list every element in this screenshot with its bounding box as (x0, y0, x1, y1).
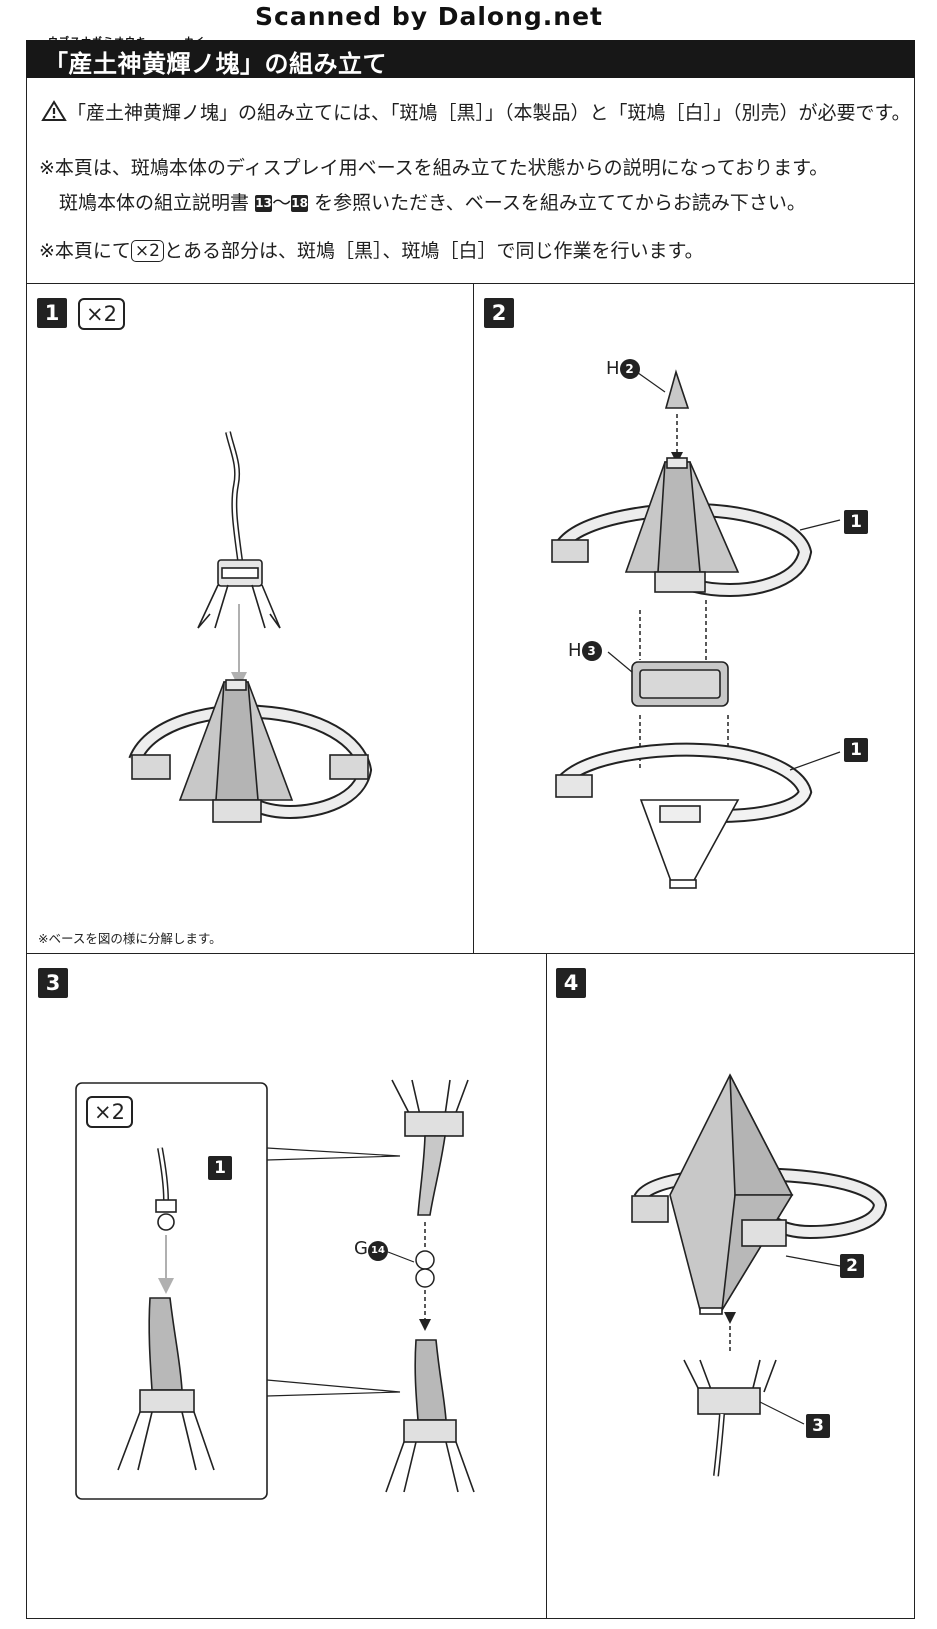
step-1-base (128, 679, 373, 823)
step-1-note: ※ベースを図の様に分解します。 (38, 931, 222, 946)
label-h3-letter: H (568, 640, 582, 661)
intro-line-4-text-a: ※本頁にて (39, 240, 131, 262)
step-2-lower-base (555, 742, 813, 889)
step-3-inset-stem (155, 1147, 177, 1231)
step-2-upper-assembly (551, 457, 813, 598)
label-g14-letter: G (354, 1238, 368, 1259)
step-1-badge: 1 (37, 298, 67, 328)
warning-icon (41, 100, 67, 121)
step-2-callout-upper: 1 (844, 510, 868, 534)
x2-inline-badge: ×2 (130, 240, 164, 262)
part-h2 (664, 369, 690, 409)
title-bar: 「産土神黄輝ノ塊」の組み立て (26, 40, 915, 78)
intro-line-3: 斑鳩本体の組立説明書 13～18 を参照いただき、ベースを組み立ててからお読み下… (59, 188, 806, 215)
step-1-stand-part (197, 431, 281, 629)
page-title: 「産土神黄輝ノ塊」の組み立て (44, 50, 387, 78)
step-4-callout-lower: 3 (806, 1414, 830, 1438)
step-2-callout-lower: 1 (844, 738, 868, 762)
label-h2-letter: H (606, 358, 620, 379)
label-h2-num: 2 (619, 359, 640, 379)
intro-line-3-text-a: 斑鳩本体の組立説明書 (59, 192, 250, 214)
part-h3 (631, 661, 729, 707)
step-1-x2-badge: ×2 (78, 298, 125, 330)
scan-credit: Scanned by Dalong.net (255, 2, 604, 31)
step-3-callout: 1 (208, 1156, 232, 1180)
part-g14-ball-bottom (415, 1268, 435, 1288)
intro-line-3-text-b: を参照いただき、ベースを組み立ててからお読み下さい。 (314, 192, 806, 214)
step-3-inset-stand (117, 1297, 215, 1471)
step-3-upper-claw (391, 1079, 469, 1216)
ref-step-18: 18 (291, 195, 309, 212)
step-3-badge: 3 (38, 968, 68, 998)
intro-line-1: 「産土神黄輝ノ塊」の組み立てには、「斑鳩［黒］」（本製品）と「斑鳩［白］」（別売… (67, 102, 911, 124)
step-4-assembled-base (631, 1073, 888, 1315)
label-h3-num: 3 (581, 641, 602, 661)
intro-tilde: ～ (272, 192, 292, 214)
step-4-stand (683, 1359, 777, 1477)
part-g14-ball-top (415, 1250, 435, 1270)
step-3-x2-badge: ×2 (86, 1096, 133, 1128)
step-4-panel (546, 953, 915, 1619)
step-4-callout-upper: 2 (840, 1254, 864, 1278)
step-3-lower-stand (385, 1339, 475, 1493)
intro-line-4-text-b: とある部分は、斑鳩［黒］、斑鳩［白］で同じ作業を行います。 (163, 240, 704, 262)
label-g14-num: 14 (367, 1241, 388, 1261)
step-4-badge: 4 (556, 968, 586, 998)
intro-line-2: ※本頁は、斑鳩本体のディスプレイ用ベースを組み立てた状態からの説明になっておりま… (39, 157, 829, 179)
step-2-badge: 2 (484, 298, 514, 328)
step-3-inset-box (75, 1082, 268, 1500)
ref-step-13: 13 (255, 195, 273, 212)
